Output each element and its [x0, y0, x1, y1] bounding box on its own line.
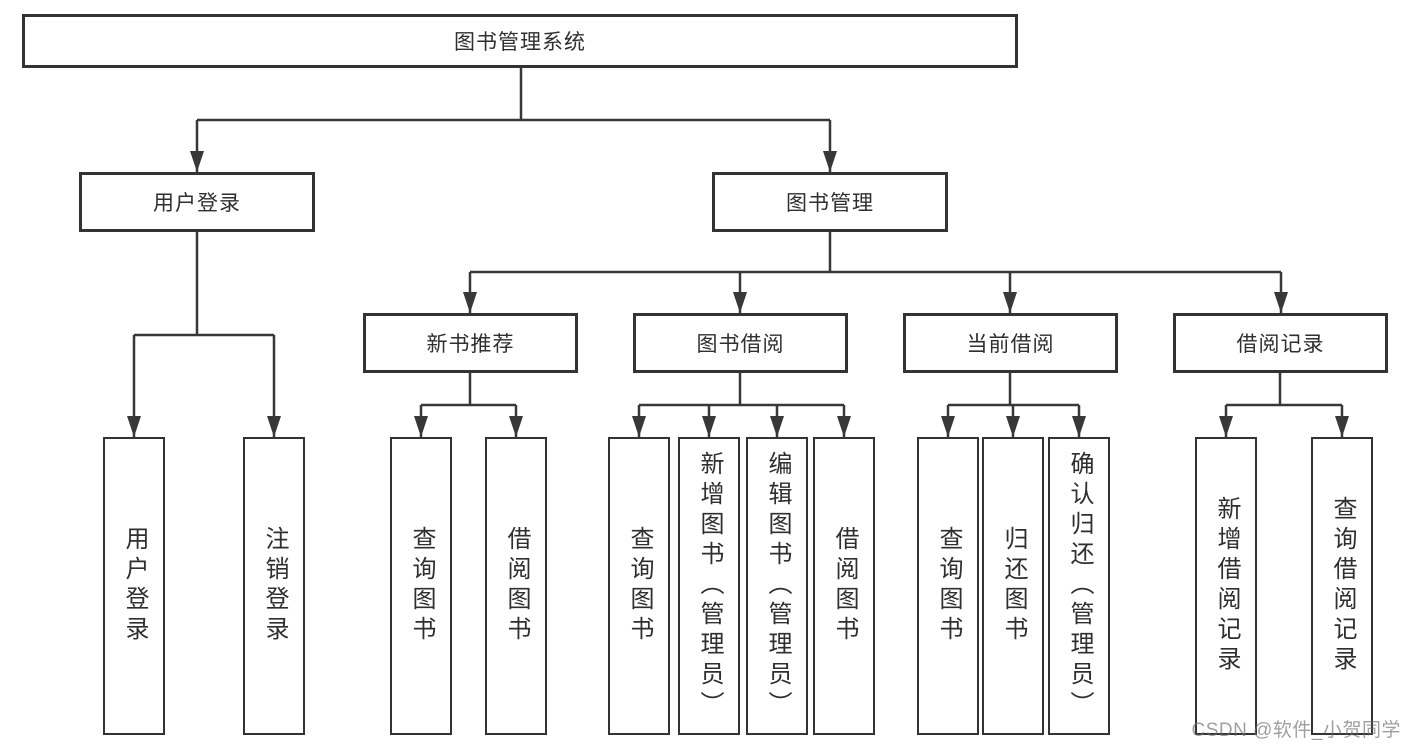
leaf-label: 查询图书 [408, 526, 435, 646]
leaf-label: 借阅图书 [831, 526, 858, 646]
connector-current-borrow-to-leaves [941, 373, 1086, 437]
leaf-recommend-borrow-books: 借阅图书 [485, 437, 547, 735]
leaf-label: 查询图书 [626, 526, 653, 646]
csdn-watermark: CSDN @软件_小贺同学 [1191, 720, 1401, 741]
arrowhead [1072, 416, 1086, 437]
leaf-label: 编辑图书（管理员） [764, 451, 791, 721]
leaf-label: 用户登录 [121, 526, 148, 646]
connector-root-to-level2 [190, 68, 837, 172]
arrowhead [463, 292, 477, 313]
arrowhead [733, 292, 747, 313]
leaf-label: 归还图书 [1000, 526, 1027, 646]
arrowhead [509, 416, 523, 437]
arrowhead [267, 416, 281, 437]
arrowhead [702, 416, 716, 437]
node-new-book-recommend: 新书推荐 [363, 313, 578, 373]
node-borrow-records: 借阅记录 [1173, 313, 1388, 373]
arrowhead [1006, 416, 1020, 437]
leaf-borrow-edit-books-admin: 编辑图书（管理员） [746, 437, 808, 735]
connector-new-book-recommend-to-leaves [414, 373, 523, 437]
leaf-label: 新增图书（管理员） [696, 451, 723, 721]
node-book-borrow: 图书借阅 [633, 313, 848, 373]
leaf-logout-login: 注销登录 [243, 437, 305, 735]
leaf-recommend-query-books: 查询图书 [390, 437, 452, 735]
leaf-borrow-borrow-books: 借阅图书 [813, 437, 875, 735]
leaf-records-query-record: 查询借阅记录 [1311, 437, 1373, 735]
leaf-current-confirm-return-admin: 确认归还（管理员） [1048, 437, 1110, 735]
leaf-user-login: 用户登录 [103, 437, 165, 735]
arrowhead [632, 416, 646, 437]
arrowhead [770, 416, 784, 437]
leaf-current-query-books: 查询图书 [917, 437, 979, 735]
arrowhead [1335, 416, 1349, 437]
leaf-label: 注销登录 [261, 526, 288, 646]
arrowhead [941, 416, 955, 437]
arrowhead [1003, 292, 1017, 313]
connector-book-management-to-level3 [463, 232, 1288, 313]
connector-book-borrow-to-leaves [632, 373, 851, 437]
connector-user-login-to-leaves [127, 232, 281, 437]
node-current-borrow: 当前借阅 [903, 313, 1118, 373]
leaf-records-add-record: 新增借阅记录 [1195, 437, 1257, 735]
leaf-borrow-query-books: 查询图书 [608, 437, 670, 735]
connector-borrow-records-to-leaves [1219, 373, 1349, 437]
node-root-system: 图书管理系统 [22, 14, 1018, 68]
arrowhead [127, 416, 141, 437]
leaf-label: 查询借阅记录 [1329, 496, 1356, 676]
leaf-current-return-books: 归还图书 [982, 437, 1044, 735]
arrowhead [414, 416, 428, 437]
leaf-label: 借阅图书 [503, 526, 530, 646]
arrowhead [1219, 416, 1233, 437]
leaf-label: 查询图书 [935, 526, 962, 646]
arrowhead [837, 416, 851, 437]
arrowhead [1274, 292, 1288, 313]
leaf-label: 确认归还（管理员） [1066, 451, 1093, 721]
leaf-label: 新增借阅记录 [1213, 496, 1240, 676]
arrowhead [823, 151, 837, 172]
leaf-borrow-add-books-admin: 新增图书（管理员） [678, 437, 740, 735]
node-book-management: 图书管理 [712, 172, 948, 232]
node-user-login: 用户登录 [79, 172, 315, 232]
arrowhead [190, 151, 204, 172]
